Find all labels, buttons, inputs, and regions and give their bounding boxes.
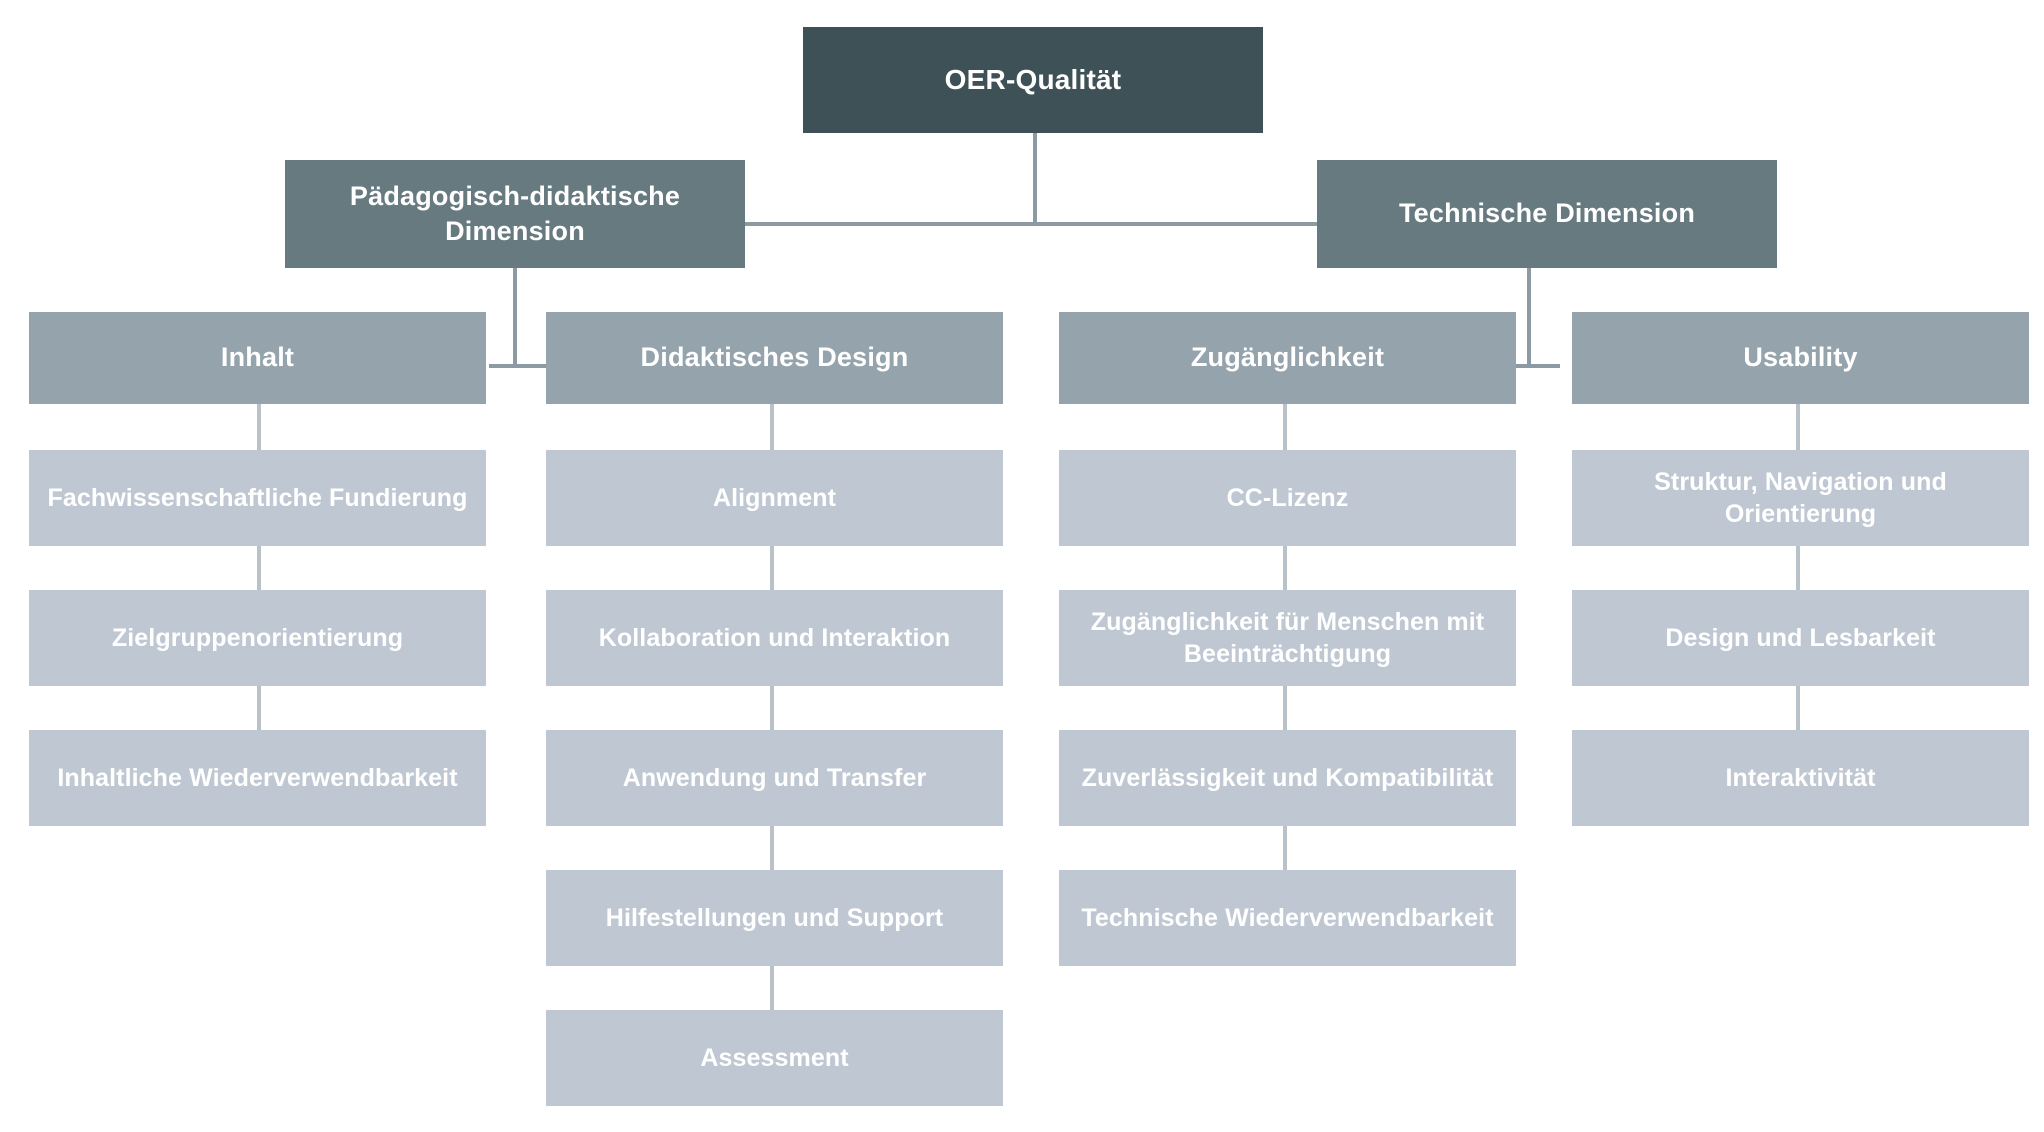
- node-category-inhalt[interactable]: Inhalt: [29, 312, 486, 404]
- connector-zugang-4: [1283, 826, 1287, 872]
- connector-didaktik-5: [770, 966, 774, 1012]
- node-criterion-zuverlaessigkeit-und-kompatibilitaet[interactable]: Zuverlässigkeit und Kompatibilität: [1059, 730, 1516, 826]
- node-criterion-alignment[interactable]: Alignment: [546, 450, 1003, 546]
- node-label: Didaktisches Design: [640, 342, 909, 373]
- node-label: Zugänglichkeit: [1190, 342, 1385, 373]
- connector-inhalt-3: [257, 686, 261, 732]
- node-label: Anwendung und Transfer: [622, 763, 927, 792]
- connector-usability-3: [1796, 686, 1800, 732]
- node-label: Technische Wiederverwendbarkeit: [1081, 903, 1494, 932]
- node-criterion-struktur-navigation-und-orientierung[interactable]: Struktur, Navigation und Orientierung: [1572, 450, 2029, 546]
- connector-inhalt-2: [257, 546, 261, 592]
- node-criterion-hilfestellungen-und-support[interactable]: Hilfestellungen und Support: [546, 870, 1003, 966]
- node-label: Inhalt: [220, 342, 295, 373]
- node-label: Struktur, Navigation und Orientierung: [1654, 467, 1947, 529]
- connector-right-dimension-stem: [1527, 268, 1531, 368]
- node-criterion-technische-wiederverwendbarkeit[interactable]: Technische Wiederverwendbarkeit: [1059, 870, 1516, 966]
- connector-left-category-bar: [489, 364, 546, 368]
- node-criterion-anwendung-und-transfer[interactable]: Anwendung und Transfer: [546, 730, 1003, 826]
- connector-dimension-bar: [745, 222, 1317, 226]
- connector-usability-1: [1796, 404, 1800, 450]
- node-criterion-fachwissenschaftliche-fundierung[interactable]: Fachwissenschaftliche Fundierung: [29, 450, 486, 546]
- node-criterion-assessment[interactable]: Assessment: [546, 1010, 1003, 1106]
- node-criterion-kollaboration-und-interaktion[interactable]: Kollaboration und Interaktion: [546, 590, 1003, 686]
- node-label: Zuverlässigkeit und Kompatibilität: [1081, 763, 1494, 792]
- node-label: Kollaboration und Interaktion: [598, 623, 951, 652]
- connector-didaktik-1: [770, 404, 774, 450]
- node-dimension-paedagogisch-didaktisch[interactable]: Pädagogisch-didaktische Dimension: [285, 160, 745, 268]
- node-label: Fachwissenschaftliche Fundierung: [47, 483, 468, 512]
- node-category-usability[interactable]: Usability: [1572, 312, 2029, 404]
- node-criterion-zugaenglichkeit-fuer-menschen-mit-beeintraechtigung[interactable]: Zugänglichkeit für Menschen mit Beeinträ…: [1059, 590, 1516, 686]
- connector-didaktik-4: [770, 826, 774, 872]
- connector-zugang-1: [1283, 404, 1287, 450]
- connector-right-category-bar: [1503, 364, 1560, 368]
- node-label: Technische Dimension: [1398, 198, 1696, 229]
- node-criterion-cc-lizenz[interactable]: CC-Lizenz: [1059, 450, 1516, 546]
- node-label: Hilfestellungen und Support: [605, 903, 944, 932]
- connector-didaktik-3: [770, 686, 774, 732]
- node-criterion-design-und-lesbarkeit[interactable]: Design und Lesbarkeit: [1572, 590, 2029, 686]
- node-category-zugaenglichkeit[interactable]: Zugänglichkeit: [1059, 312, 1516, 404]
- node-label: Pädagogisch-didaktische Dimension: [349, 180, 681, 246]
- node-label: Zugänglichkeit für Menschen mit Beeinträ…: [1090, 607, 1485, 669]
- node-root-oer-qualitaet[interactable]: OER-Qualität: [803, 27, 1263, 133]
- node-label: Zielgruppenorientierung: [111, 623, 404, 652]
- node-criterion-zielgruppenorientierung[interactable]: Zielgruppenorientierung: [29, 590, 486, 686]
- node-category-didaktisches-design[interactable]: Didaktisches Design: [546, 312, 1003, 404]
- node-label: Inhaltliche Wiederverwendbarkeit: [57, 763, 458, 792]
- node-label: CC-Lizenz: [1226, 483, 1349, 512]
- node-criterion-inhaltliche-wiederverwendbarkeit[interactable]: Inhaltliche Wiederverwendbarkeit: [29, 730, 486, 826]
- connector-zugang-3: [1283, 686, 1287, 732]
- node-dimension-technisch[interactable]: Technische Dimension: [1317, 160, 1777, 268]
- connector-usability-2: [1796, 546, 1800, 592]
- connector-left-dimension-stem: [513, 268, 517, 368]
- connector-zugang-2: [1283, 546, 1287, 592]
- node-label: OER-Qualität: [944, 63, 1122, 95]
- node-label: Alignment: [712, 483, 837, 512]
- connector-root-stem: [1033, 133, 1037, 225]
- connector-inhalt-1: [257, 404, 261, 450]
- node-criterion-interaktivitaet[interactable]: Interaktivität: [1572, 730, 2029, 826]
- node-label: Usability: [1743, 342, 1858, 373]
- node-label: Assessment: [700, 1043, 849, 1072]
- connector-didaktik-2: [770, 546, 774, 592]
- node-label: Interaktivität: [1725, 763, 1876, 792]
- node-label: Design und Lesbarkeit: [1665, 623, 1936, 652]
